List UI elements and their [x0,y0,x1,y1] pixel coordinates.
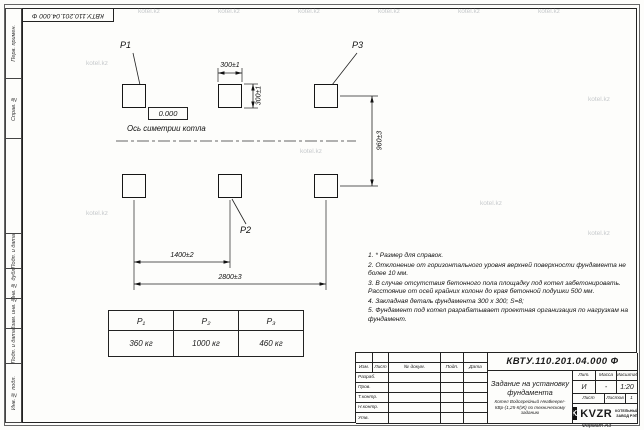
load-table: Р₁ Р₂ Р₃ 360 кг 1000 кг 460 кг [108,310,304,357]
tb-blank [464,353,488,363]
tb-sheets-value: 1 [626,394,638,404]
tb-row-prov: Пров. [356,383,389,393]
strip-vzam-inv: Взам. инв. № [5,298,22,328]
tb-header-data: Дата [464,363,488,373]
watermark: kotel.kz [300,148,323,155]
dim-960: 960±3 [376,130,384,151]
foundation-pad-2 [218,84,242,108]
strip-perv-primen: Перв. примен. [5,8,22,78]
tb-row-razrab: Разраб. [356,373,389,383]
strip-label: Справ. № [10,95,17,122]
note-5: 5. Фундамент под котел разрабатывает про… [368,307,628,323]
left-field-strip: Перв. примен. Справ. № Подп. и дата Инв.… [5,8,22,423]
tb-header-list: Лист [373,363,389,373]
watermark: kotel.kz [458,8,481,15]
watermark: kotel.kz [588,96,611,103]
dim-300-vertical: 300±1 [255,85,263,106]
tb-header-dokum: № докум. [389,363,441,373]
load-table-header-row: Р₁ Р₂ Р₃ [108,310,304,331]
strip-sprav-n: Справ. № [5,78,22,138]
foundation-pad-6 [314,174,338,198]
tb-blank [373,353,389,363]
strip-label: Перв. примен. [10,25,17,62]
load-table-value-p3: 460 кг [238,330,304,357]
load-table-value-p2: 1000 кг [173,330,239,357]
watermark: kotel.kz [538,8,561,15]
strip-spacer [5,138,22,233]
top-stamp-text: КВТУ.110.201.04.000 Ф [32,11,104,19]
format-label: Формат А3 [581,423,612,429]
notes-block: 1. * Размер для справок. 2. Отклонение о… [368,252,632,326]
level-mark: 0.000 [148,107,188,120]
kvzr-logo-text: KVZR [580,407,613,420]
tb-title: Задание на установку фундамента [490,378,570,397]
watermark: kotel.kz [218,8,241,15]
foundation-pad-4 [122,174,146,198]
foundation-pad-5 [218,174,242,198]
tb-header-izm: Изм. [356,363,373,373]
note-3: 3. В случае отсутствия бетонного пола пл… [368,279,621,296]
tb-blank [356,353,373,363]
strip-podp-data-2: Подп. и дата [5,328,22,363]
tb-mass-header: Масса [596,371,617,381]
tb-name-cell: Задание на установку фундамента Котел Во… [488,371,573,424]
watermark: kotel.kz [86,210,109,217]
foundation-pad-1 [122,84,146,108]
watermark: kotel.kz [480,200,503,207]
tb-scale-header: Масштаб [617,371,638,381]
strip-podp-data-1: Подп. и дата [5,233,22,268]
strip-label: Подп. и дата [10,328,17,363]
watermark: kotel.kz [298,8,321,15]
tb-blank [389,353,441,363]
label-p2: Р2 [240,225,252,235]
tb-logo-cell: K KVZR КОТЕЛЬНЫЙ ЗАВОД РЭП [573,404,638,424]
tb-doc-number: КВТУ.110.201.04.000 Ф [488,353,638,371]
dim-300-horizontal: 300±1 [220,62,240,69]
watermark: kotel.kz [138,8,161,15]
axis-of-symmetry-label: Ось симетрии котла [127,124,206,133]
outer-frame [4,4,640,426]
inner-frame [22,8,637,423]
strip-label: Инв. № дубл. [10,268,17,298]
tb-lit-value: И [573,381,596,394]
load-table-value-row: 360 кг 1000 кг 460 кг [108,330,304,357]
tb-lit-header: Лит. [573,371,596,381]
title-block: Изм. Лист № докум. Подп. Дата Разраб. Пр… [355,352,638,424]
strip-inv-dubl: Инв. № дубл. [5,268,22,298]
strip-label: Подп. и дата [10,233,17,268]
tb-scale-value: 1:20 [617,381,638,394]
tb-mass-value: - [596,381,617,394]
logo-sub-line2: ЗАВОД РЭП [616,413,638,418]
strip-label: Инв. № подл. [10,375,17,411]
tb-blank [441,353,464,363]
tb-row-tkontr: Т.контр. [356,393,389,403]
tb-row-nkontr: Н.контр. [356,403,389,413]
label-p1: Р1 [120,40,132,50]
logo-sub-line1: КОТЕЛЬНЫЙ [615,409,638,414]
tb-sheet-label: Лист [573,394,605,404]
tb-sheets-label: Листов [605,394,626,404]
load-table-header-p3: Р₃ [238,310,304,331]
strip-inv-podl: Инв. № подл. [5,363,22,423]
kvzr-logo-icon: K [573,407,578,420]
load-table-header-p2: Р₂ [173,310,239,331]
note-2: 2. Отклонение от горизонтального уровня … [368,261,626,278]
label-p3: Р3 [352,40,364,50]
watermark: kotel.kz [588,230,611,237]
tb-header-podp: Подп. [441,363,464,373]
note-4: 4. Закладная деталь фундамента 300 х 300… [368,297,524,305]
load-table-header-p1: Р₁ [108,310,174,331]
load-table-value-p1: 360 кг [108,330,174,357]
dim-2800: 2800±3 [218,274,242,281]
dim-1400: 1400±2 [170,252,194,259]
tb-subtitle: Котел Водогрейный Heatkeeper-КВр-(1,25-К… [494,399,566,415]
tb-row-utv: Утв. [356,413,389,424]
watermark: kotel.kz [86,60,109,67]
top-rotated-stamp: КВТУ.110.201.04.000 Ф [22,8,114,22]
note-1: 1. * Размер для справок. [368,252,444,259]
strip-label: Взам. инв. № [10,298,17,328]
watermark: kotel.kz [378,8,401,15]
foundation-pad-3 [314,84,338,108]
